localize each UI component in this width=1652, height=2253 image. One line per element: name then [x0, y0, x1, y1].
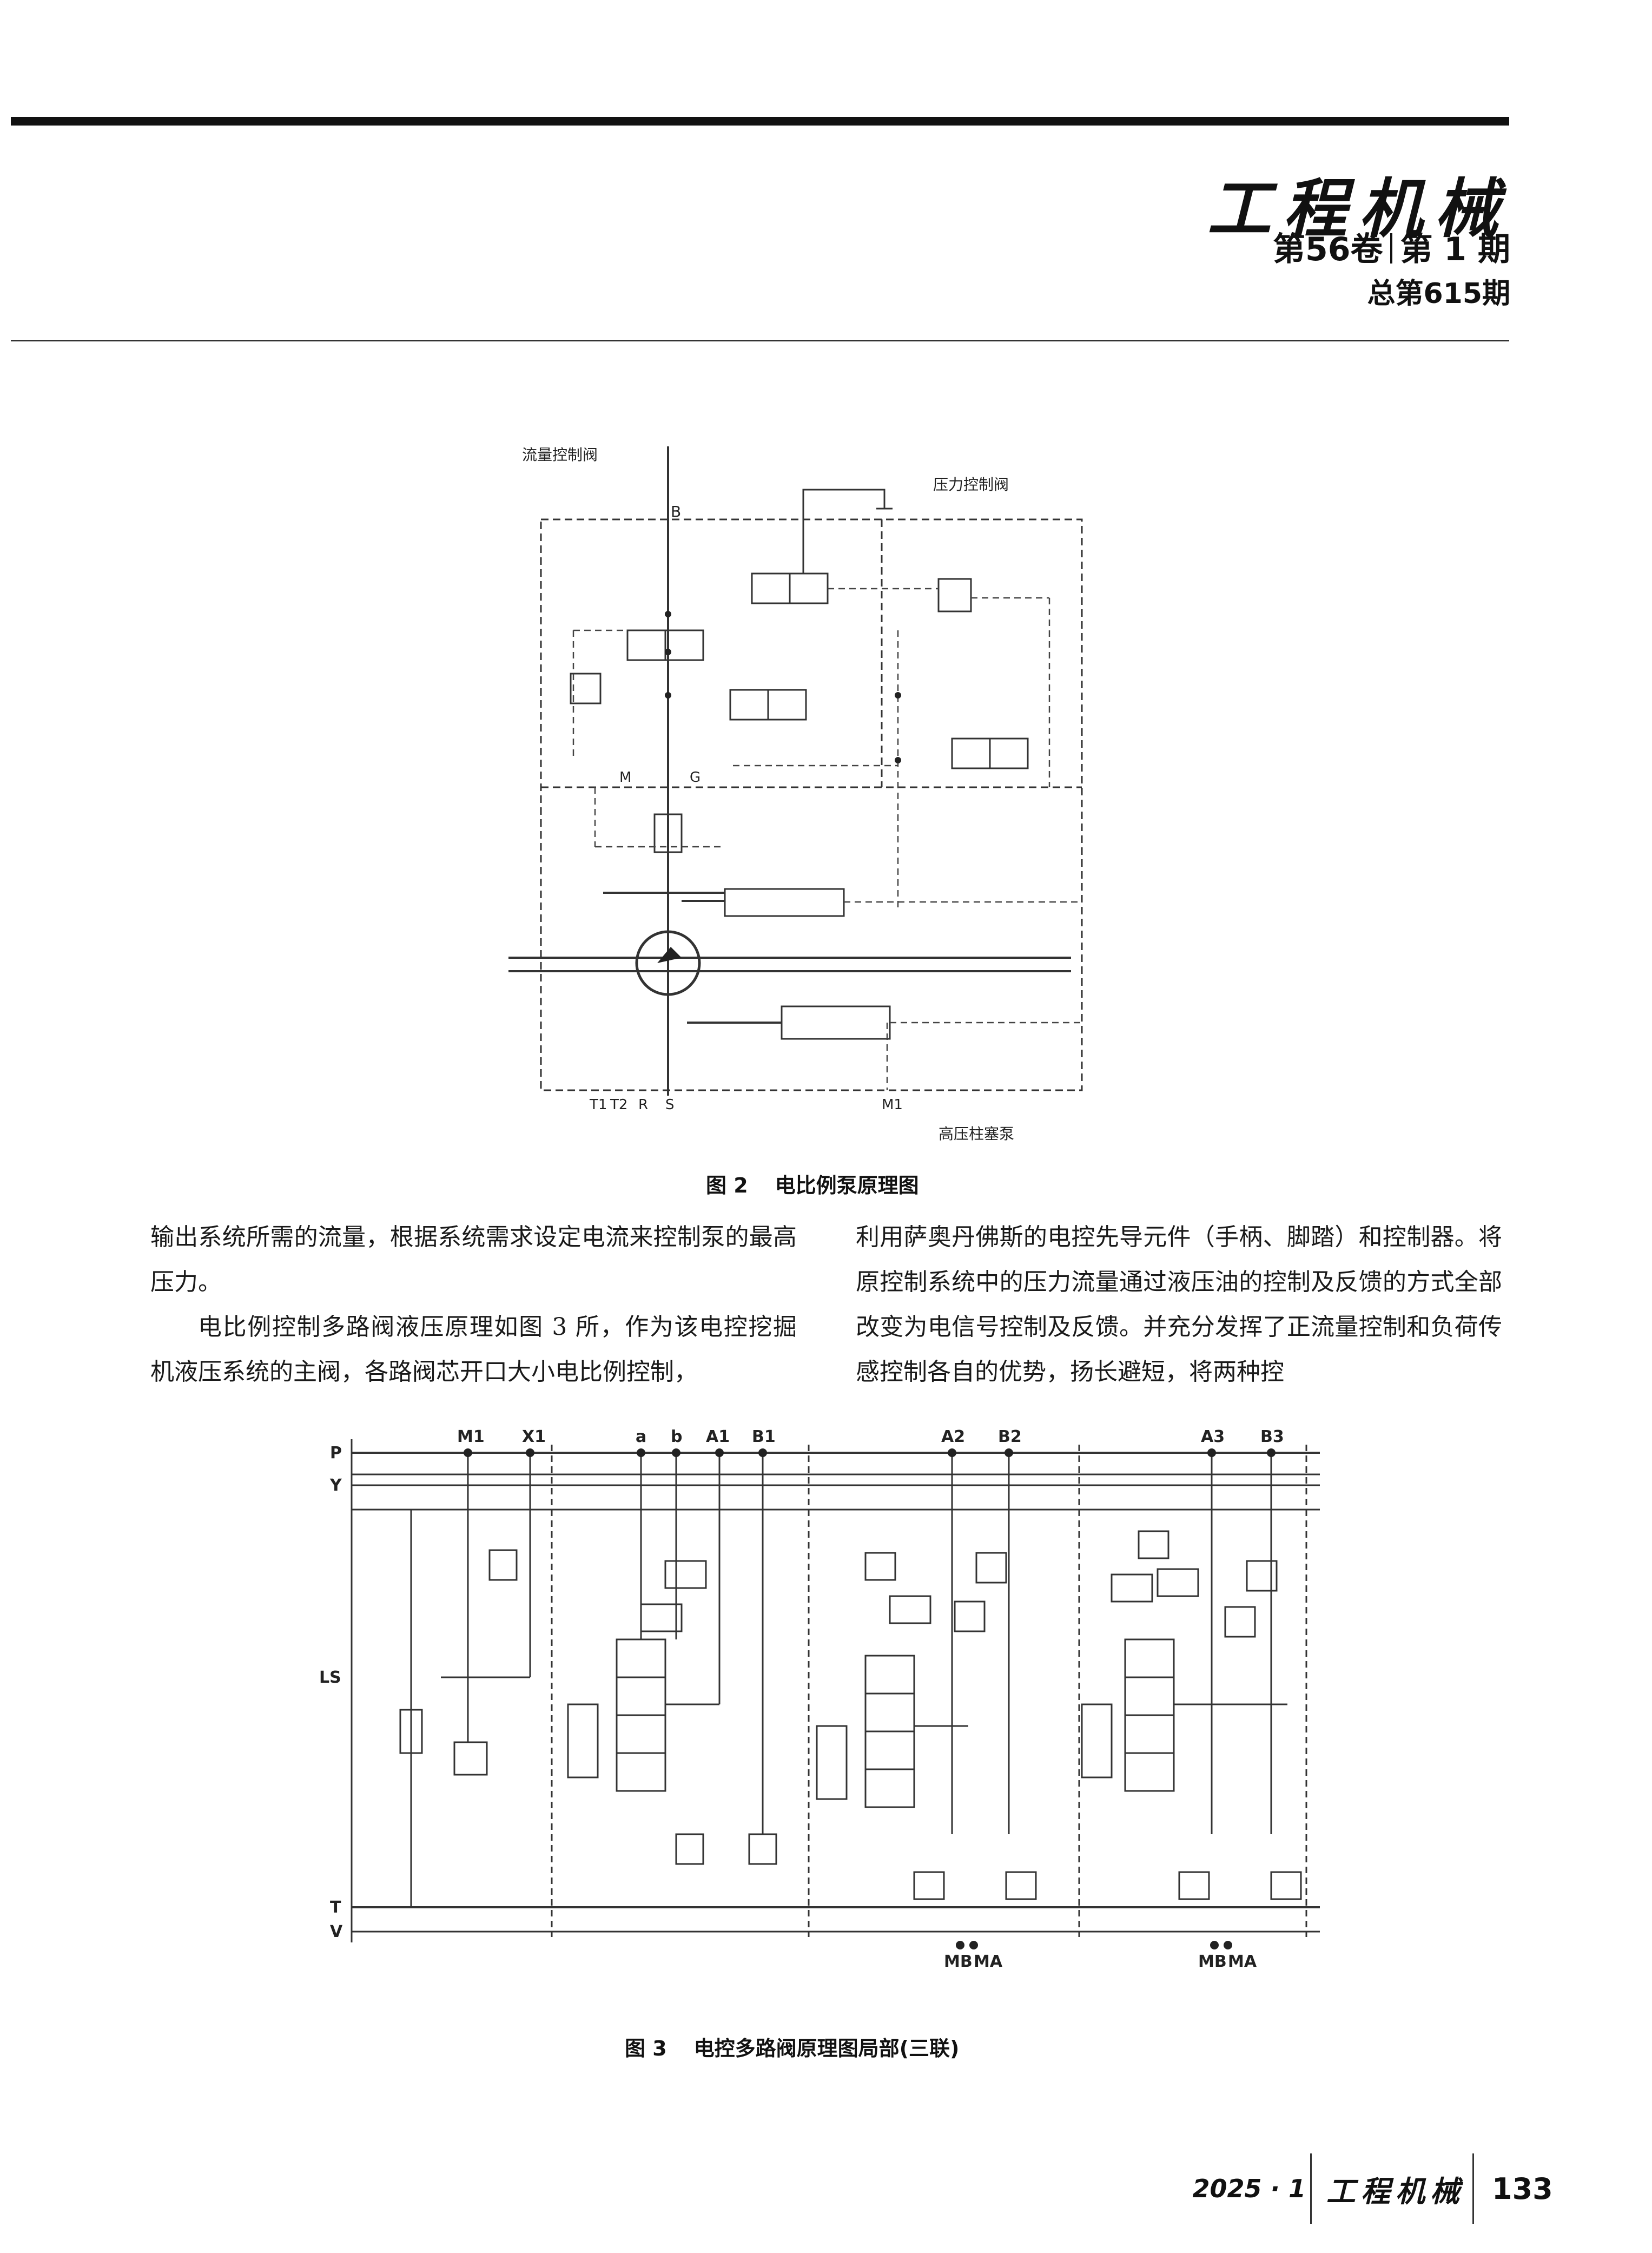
fig2-label-port-m1: M1: [882, 1097, 903, 1113]
fig2-label-port-t2: T2: [610, 1097, 627, 1113]
issue-separator: [1390, 233, 1393, 263]
header-rule: [11, 117, 1509, 126]
fig2-label-pump: 高压柱塞泵: [939, 1125, 1014, 1143]
fig3-port-ma: MA: [1228, 1952, 1257, 1969]
fig3-port-b3: B3: [1260, 1427, 1284, 1446]
header-divider: [11, 340, 1509, 341]
pump-schematic: 流量控制阀 B 压力控制阀 M G T1 T2 R S M1 高压柱塞泵: [508, 446, 1083, 1143]
fig3-port-t: T: [330, 1898, 341, 1917]
fig2-label-port-t1: T1: [589, 1097, 607, 1113]
issue-label: 第 1 期: [1400, 230, 1510, 268]
body-right-column: 利用萨奥丹佛斯的电控先导元件（手柄、脚踏）和控制器。将原控制系统中的压力流量通过…: [856, 1215, 1502, 1394]
page-number: 133: [1492, 2172, 1553, 2206]
paragraph: 电比例控制多路阀液压原理如图 3 所，作为该电控挖掘机液压系统的主阀，各路阀芯开…: [150, 1313, 797, 1386]
valve-schematic: M1 X1 a b A1 B1 A2 B2 A3 B3 P Y LS T V M…: [319, 1427, 1320, 1969]
fig3-port-y: Y: [329, 1476, 342, 1495]
figure-3-number: 图 3: [625, 2037, 667, 2060]
fig3-port-b1: B1: [752, 1427, 776, 1446]
footer-divider: [1310, 2153, 1312, 2224]
figure-2-number: 图 2: [706, 1174, 748, 1197]
body-left-column: 输出系统所需的流量，根据系统需求设定电流来控制泵的最高压力。 电比例控制多路阀液…: [150, 1215, 797, 1394]
fig3-port-v: V: [330, 1922, 343, 1941]
paragraph: 利用萨奥丹佛斯的电控先导元件（手柄、脚踏）和控制器。将原控制系统中的压力流量通过…: [856, 1223, 1502, 1386]
fig3-port-b: b: [671, 1427, 682, 1446]
figure-3: M1 X1 a b A1 B1 A2 B2 A3 B3 P Y LS T V M…: [303, 1423, 1331, 1969]
fig2-label-flow-valve: 流量控制阀: [522, 446, 598, 464]
figure-2: 流量控制阀 B 压力控制阀 M G T1 T2 R S M1 高压柱塞泵: [508, 436, 1147, 1177]
pump-housing-outline: [540, 518, 1083, 1091]
figure-2-caption: 图 2 电比例泵原理图: [706, 1169, 919, 1198]
fig3-port-x1: X1: [522, 1427, 546, 1446]
fig2-label-port-s: S: [665, 1097, 675, 1113]
figure-3-caption: 图 3 电控多路阀原理图局部(三联): [625, 2032, 959, 2061]
fig3-port-a2: A2: [941, 1427, 965, 1446]
paragraph: 输出系统所需的流量，根据系统需求设定电流来控制泵的最高压力。: [150, 1223, 797, 1296]
journal-title: 工程机械: [1207, 171, 1510, 246]
fig2-label-port-r: R: [638, 1097, 648, 1113]
footer-divider: [1472, 2153, 1474, 2224]
fig2-label-port-b: B: [671, 503, 681, 521]
fig3-port-ma: MA: [974, 1952, 1003, 1969]
fig3-port-p: P: [330, 1444, 342, 1463]
fig3-port-mb: MB: [1198, 1952, 1227, 1969]
issue-info: 第56卷第 1 期: [1273, 223, 1510, 270]
fig3-port-mb: MB: [944, 1952, 973, 1969]
fig2-label-pressure-valve: 压力控制阀: [933, 476, 1009, 493]
fig3-port-a: a: [636, 1427, 646, 1446]
volume-label: 第56卷: [1272, 230, 1383, 268]
total-issue: 总第615期: [1367, 278, 1510, 310]
figure-2-title: 电比例泵原理图: [775, 1174, 919, 1197]
fig3-port-ls: LS: [319, 1668, 341, 1687]
fig2-label-port-g: G: [690, 769, 701, 786]
fig3-port-a3: A3: [1201, 1427, 1225, 1446]
fig2-label-port-m: M: [619, 769, 631, 786]
figure-3-title: 电控多路阀原理图局部(三联): [693, 2037, 960, 2060]
fig3-port-a1: A1: [706, 1427, 730, 1446]
fig3-port-m1: M1: [457, 1427, 485, 1446]
footer-journal-name: 工程机械: [1326, 2174, 1465, 2209]
fig3-port-b2: B2: [998, 1427, 1022, 1446]
footer-date: 2025 · 1: [1192, 2174, 1306, 2203]
